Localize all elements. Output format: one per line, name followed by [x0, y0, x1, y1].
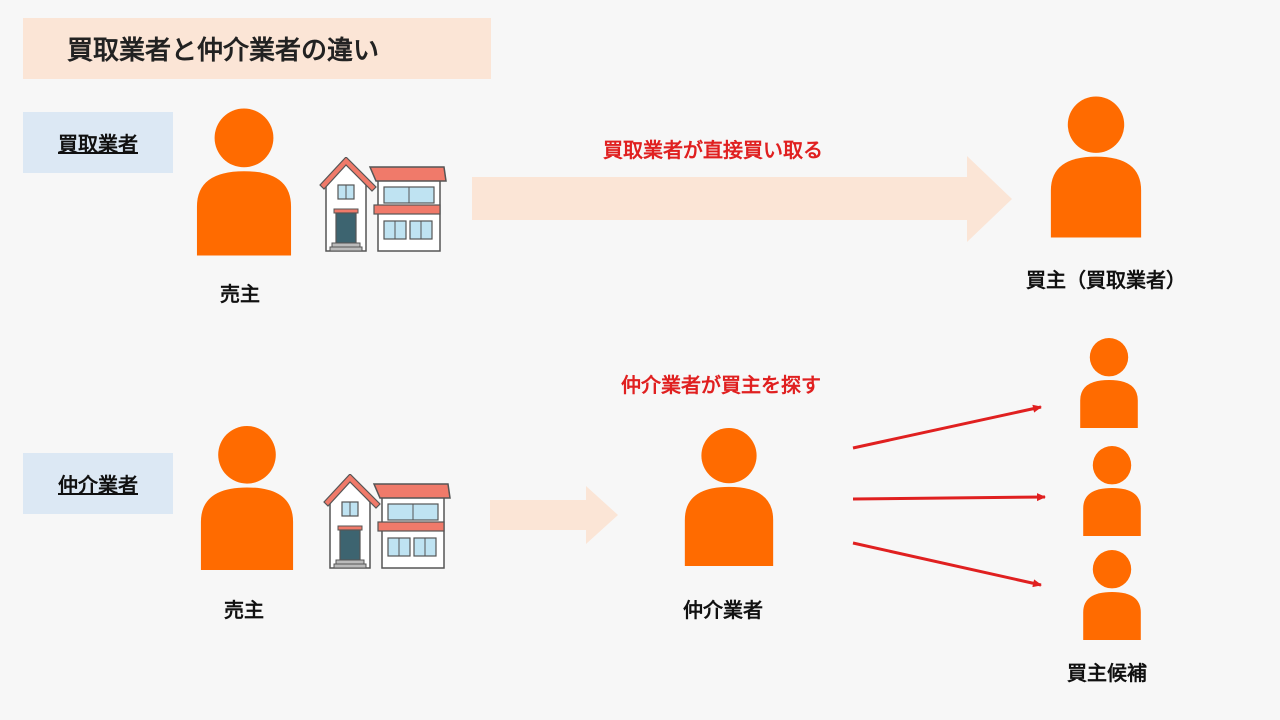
agent-person-icon [684, 428, 774, 566]
house-icon [323, 474, 451, 569]
buyer-caption: 買主（買取業者） [1026, 268, 1186, 292]
chukai-action-text: 仲介業者が買主を探す [621, 373, 821, 397]
seller-caption-chukai: 売主 [224, 598, 264, 622]
candidate-person-icon [1083, 446, 1141, 536]
seller-person-icon [200, 426, 294, 570]
arrow-to-candidate-2 [852, 493, 1046, 502]
row-label-chukai: 仲介業者 [23, 453, 173, 514]
candidate-person-icon [1080, 338, 1138, 428]
buyer-person-icon [1050, 96, 1142, 238]
candidates-caption: 買主候補 [1067, 661, 1147, 685]
kaitori-action-text: 買取業者が直接買い取る [603, 138, 823, 162]
right-arrow-icon [472, 156, 1012, 242]
candidate-person-icon [1083, 550, 1141, 640]
right-arrow-icon [490, 486, 618, 544]
agent-caption: 仲介業者 [683, 598, 763, 622]
row-label-kaitori: 買取業者 [23, 112, 173, 173]
house-icon [319, 157, 447, 252]
arrow-to-candidate-3 [852, 541, 1042, 588]
arrow-to-candidate-1 [852, 404, 1042, 450]
seller-person-icon [196, 108, 292, 256]
page-title: 買取業者と仲介業者の違い [23, 18, 491, 79]
seller-caption-kaitori: 売主 [220, 282, 260, 306]
